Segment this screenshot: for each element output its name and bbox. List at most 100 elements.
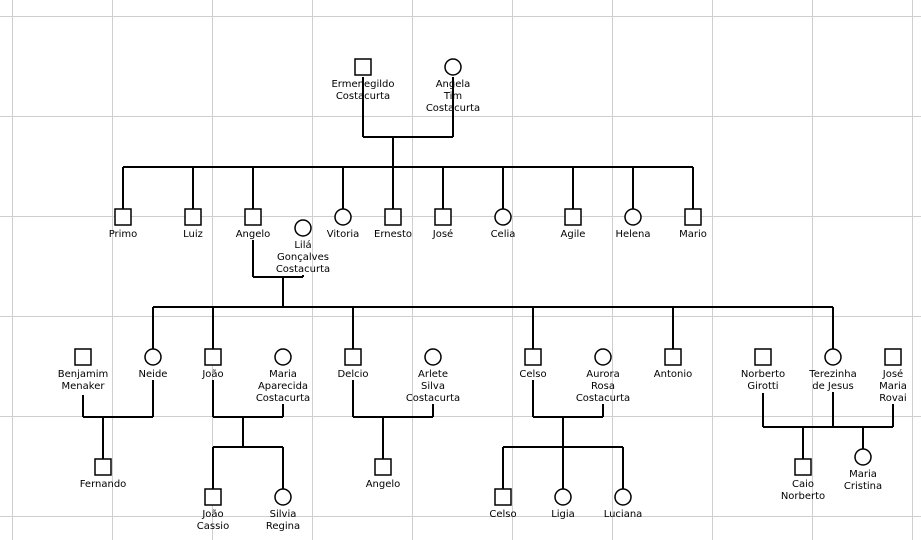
person-name-label: Fernando <box>80 479 127 490</box>
person-name-line: Celso <box>489 509 516 520</box>
person-name-label: Primo <box>109 229 138 240</box>
person-name-line: Agile <box>561 229 586 240</box>
person-name-label: Angelo <box>236 229 271 240</box>
female-circle-symbol <box>294 219 312 237</box>
person-name-line: Maria <box>879 381 907 392</box>
person-name-label: Antonio <box>654 369 692 380</box>
person-name-line: Vitoria <box>327 229 359 240</box>
person-mario: Mario <box>679 208 707 240</box>
person-name-line: Delcio <box>337 369 368 380</box>
male-square-symbol <box>184 208 202 226</box>
person-luciana: Luciana <box>604 488 643 520</box>
person-name-line: Arlete <box>418 369 448 380</box>
person-name-line: Tim <box>443 91 462 102</box>
person-name-line: Mario <box>679 229 707 240</box>
female-circle-symbol <box>274 488 292 506</box>
person-name-line: Girotti <box>747 381 778 392</box>
male-square-symbol <box>374 458 392 476</box>
male-square-symbol <box>204 488 222 506</box>
person-name-line: Gonçalves <box>277 252 329 263</box>
person-name-line: Costacurta <box>576 393 630 404</box>
person-name-line: Cristina <box>844 481 882 492</box>
person-name-line: Rosa <box>591 381 615 392</box>
female-circle-symbol <box>494 208 512 226</box>
female-circle-symbol <box>594 348 612 366</box>
person-helena: Helena <box>615 208 651 240</box>
person-name-line: Luciana <box>604 509 643 520</box>
person-delcio: Delcio <box>337 348 369 380</box>
person-name-line: Regina <box>266 521 300 532</box>
person-name-line: José <box>882 368 903 380</box>
person-name-line: Silva <box>421 381 445 392</box>
male-square-symbol <box>754 348 772 366</box>
female-circle-symbol <box>624 208 642 226</box>
male-square-symbol <box>74 348 92 366</box>
person-neide: Neide <box>139 348 168 380</box>
person-antonio: Antonio <box>654 348 692 380</box>
female-circle-symbol <box>854 448 872 466</box>
person-name-line: Celia <box>491 229 516 240</box>
person-vitoria: Vitoria <box>327 208 359 240</box>
person-name-line: José <box>432 228 453 240</box>
male-square-symbol <box>384 208 402 226</box>
person-name-label: Luiz <box>183 229 203 240</box>
person-name-line: Caio <box>792 479 814 490</box>
person-name-line: Costacurta <box>256 393 310 404</box>
person-name-line: Menaker <box>62 381 106 392</box>
person-name-line: Costacurta <box>406 393 460 404</box>
person-name-line: Rovai <box>879 393 906 404</box>
person-agile: Agile <box>561 208 586 240</box>
person-name-line: Maria <box>269 369 297 380</box>
male-square-symbol <box>244 208 262 226</box>
person-name-line: Angelo <box>236 229 271 240</box>
person-name-line: Primo <box>109 229 138 240</box>
person-fernando: Fernando <box>80 458 127 490</box>
person-name-line: Angela <box>436 79 471 90</box>
person-name-line: Cassio <box>197 521 229 532</box>
person-name-line: Ermenegildo <box>331 79 394 90</box>
person-name-line: Fernando <box>80 479 127 490</box>
person-name-line: Maria <box>849 469 877 480</box>
female-circle-symbol <box>274 348 292 366</box>
person-name-label: Ernesto <box>374 229 412 240</box>
person-ligia: Ligia <box>551 488 575 520</box>
person-name-line: Ligia <box>551 509 575 520</box>
person-name-label: Angelo <box>366 479 401 490</box>
person-celso-jr: Celso <box>489 488 517 520</box>
person-name-line: Angelo <box>366 479 401 490</box>
person-name-line: Costacurta <box>426 103 480 114</box>
person-luiz: Luiz <box>183 208 203 240</box>
person-name-label: Celso <box>519 369 546 380</box>
male-square-symbol <box>434 208 452 226</box>
female-circle-symbol <box>144 348 162 366</box>
person-angelo-jr: Angelo <box>366 458 401 490</box>
person-name-line: Silvia <box>270 509 297 520</box>
person-name-label: Celso <box>489 509 516 520</box>
person-name-label: Celia <box>491 229 516 240</box>
person-name-line: Neide <box>139 369 168 380</box>
person-name-label: José <box>432 228 453 240</box>
male-square-symbol <box>354 58 372 76</box>
person-name-line: Norberto <box>741 369 785 380</box>
